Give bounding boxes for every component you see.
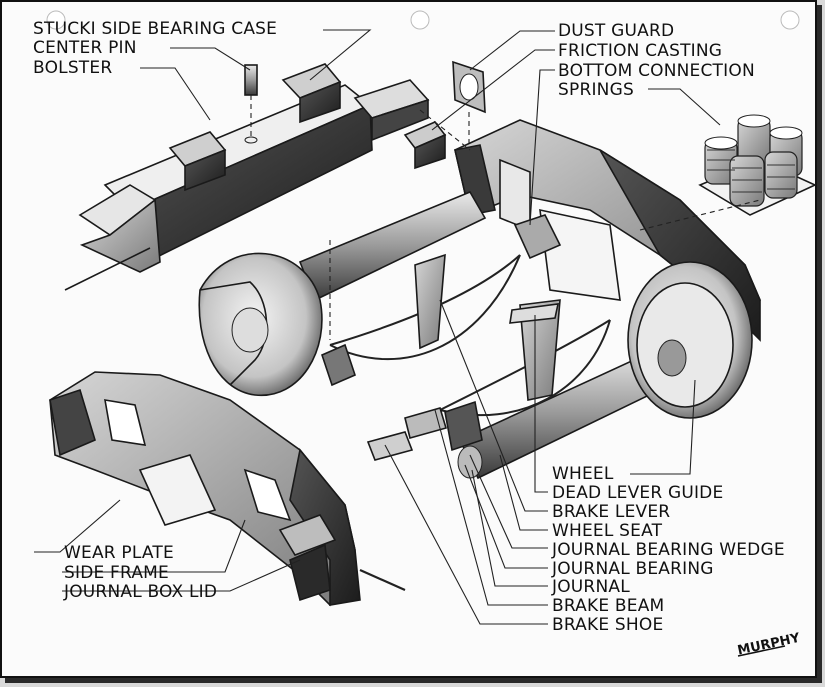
label-side-frame: SIDE FRAME [64, 563, 169, 583]
springs [698, 114, 817, 216]
journal-box-lid [278, 514, 406, 602]
label-journal-bearing: JOURNAL BEARING [551, 559, 714, 579]
label-brake-lever: BRAKE LEVER [552, 502, 670, 522]
label-dead-lever-guide: DEAD LEVER GUIDE [552, 483, 723, 503]
punch-hole [410, 10, 430, 30]
axle-rear [298, 190, 487, 302]
bolster-pin [64, 247, 151, 291]
label-wear-plate: WEAR PLATE [64, 543, 174, 563]
label-journal-bearing-wedge: JOURNAL BEARING WEDGE [551, 540, 785, 560]
label-friction-casting: FRICTION CASTING [558, 41, 722, 61]
wheel-left [198, 252, 323, 397]
label-wheel: WHEEL [552, 464, 614, 484]
bottom-connection [513, 214, 562, 260]
label-bottom-connection: BOTTOM CONNECTION [558, 61, 755, 81]
leader-lines [34, 29, 721, 625]
journal-bearing-wedge [444, 400, 483, 452]
brake-shoe [321, 343, 448, 461]
brake-lever [414, 253, 561, 401]
label-journal: JOURNAL [551, 577, 630, 597]
friction-casting [403, 121, 447, 170]
label-bolster: BOLSTER [33, 58, 112, 78]
stucki-side-bearing-case [168, 63, 342, 192]
label-stucki-side-bearing-case: STUCKI SIDE BEARING CASE [33, 19, 277, 39]
labels: STUCKI SIDE BEARING CASE CENTER PIN BOLS… [33, 19, 785, 635]
wear-plate [49, 388, 96, 457]
label-wheel-seat: WHEEL SEAT [552, 521, 663, 541]
label-springs: SPRINGS [558, 80, 634, 100]
punch-hole [780, 10, 800, 30]
wheel [627, 261, 753, 419]
label-dust-guard: DUST GUARD [558, 21, 674, 41]
label-brake-beam: BRAKE BEAM [552, 596, 664, 616]
label-center-pin: CENTER PIN [33, 38, 137, 58]
label-brake-shoe: BRAKE SHOE [552, 615, 663, 635]
signature-underline [737, 645, 786, 657]
dead-lever-guide [509, 303, 560, 324]
dust-guard [452, 60, 486, 114]
center-pin [244, 64, 258, 144]
punch-hole [46, 10, 66, 30]
label-journal-box-lid: JOURNAL BOX LID [63, 582, 217, 602]
